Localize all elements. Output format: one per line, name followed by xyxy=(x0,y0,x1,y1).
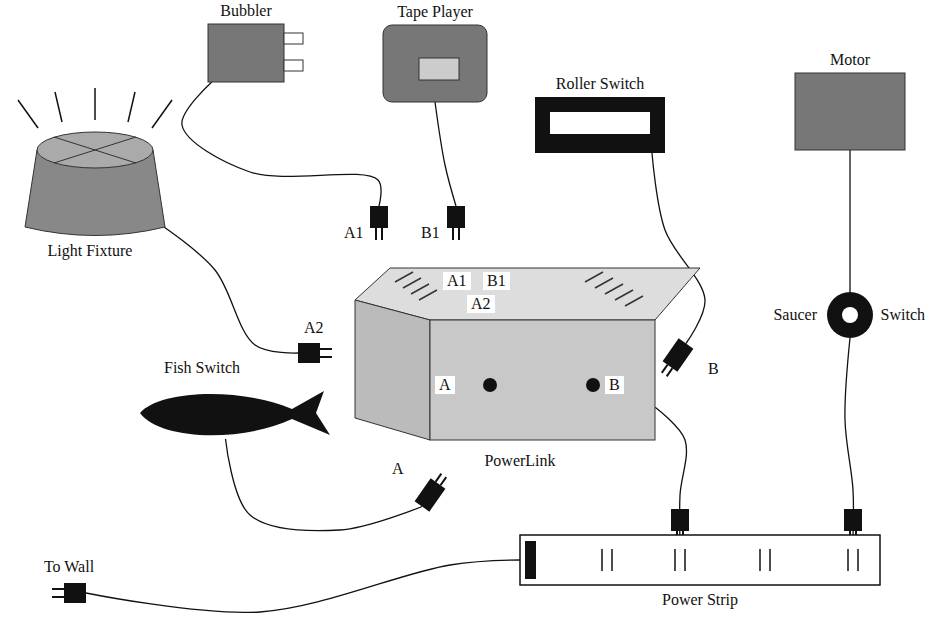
power-cord xyxy=(182,82,381,206)
light-ray xyxy=(128,92,135,122)
powerlink-box-shape xyxy=(355,268,700,440)
wall-plug-shape xyxy=(52,583,86,603)
motor: Motor xyxy=(795,73,905,150)
node-label: B xyxy=(708,360,719,378)
light-ray xyxy=(55,92,62,122)
plug: A xyxy=(412,470,448,520)
node-label: Power Strip xyxy=(662,591,738,609)
power-cord xyxy=(435,102,456,206)
roller-switch-shape xyxy=(535,97,665,153)
light-ray xyxy=(18,100,38,128)
power-cord xyxy=(161,225,298,353)
node-label: B xyxy=(605,376,624,394)
node-label: A1 xyxy=(443,272,471,290)
fish-switch-shape xyxy=(140,385,330,445)
node-label: B1 xyxy=(483,272,510,290)
node-label: Fish Switch xyxy=(164,359,240,377)
power-strip-shape xyxy=(520,535,880,585)
light-ray xyxy=(152,100,172,128)
plug: A1 xyxy=(370,206,388,240)
light-rays xyxy=(18,88,172,128)
powerlink-box: A1B1A2ABPowerLink xyxy=(355,268,700,440)
plug: B1 xyxy=(447,206,465,240)
light-fixture: Light Fixture xyxy=(25,132,165,235)
node-label: A2 xyxy=(467,295,495,313)
light-ray xyxy=(94,88,96,120)
node-label: Roller Switch xyxy=(556,75,644,93)
bubbler: Bubbler xyxy=(208,24,284,82)
roller-switch: Roller Switch xyxy=(535,97,665,153)
plug: B xyxy=(660,330,696,380)
node-label: A xyxy=(435,376,455,394)
plug-shape xyxy=(298,343,332,363)
saucer-switch-shape xyxy=(827,292,873,338)
node-label: Switch xyxy=(877,306,929,324)
node-label: To Wall xyxy=(44,558,94,576)
power-cord xyxy=(845,338,853,535)
node-label: Bubbler xyxy=(220,2,272,20)
light-fixture-shape xyxy=(25,132,165,235)
plug-shape xyxy=(412,470,448,520)
node-label: PowerLink xyxy=(484,452,555,470)
fish-switch: Fish Switch xyxy=(140,385,330,445)
motor-shape xyxy=(795,73,905,150)
wall-plug: To Wall xyxy=(52,583,86,603)
plug-shape xyxy=(447,206,465,240)
power-cord xyxy=(849,150,850,292)
node-label: B1 xyxy=(421,224,440,242)
power-strip: Power Strip xyxy=(520,535,880,585)
bubbler-shape xyxy=(208,24,284,82)
node-label: A1 xyxy=(344,224,364,242)
plug-shape xyxy=(370,206,388,240)
power-cord xyxy=(226,439,423,531)
node-label: Motor xyxy=(830,51,870,69)
node-label: Saucer xyxy=(769,306,821,324)
plug-shape xyxy=(660,330,696,380)
saucer-switch: SaucerSwitch xyxy=(827,292,873,338)
tape-player-shape xyxy=(383,25,487,102)
tape-player: Tape Player xyxy=(383,25,487,102)
plug: A2 xyxy=(298,343,332,363)
node-label: Light Fixture xyxy=(48,242,133,260)
power-cord xyxy=(86,560,520,612)
node-label: A2 xyxy=(304,319,324,337)
node-label: Tape Player xyxy=(397,3,473,21)
node-label: A xyxy=(392,460,404,478)
